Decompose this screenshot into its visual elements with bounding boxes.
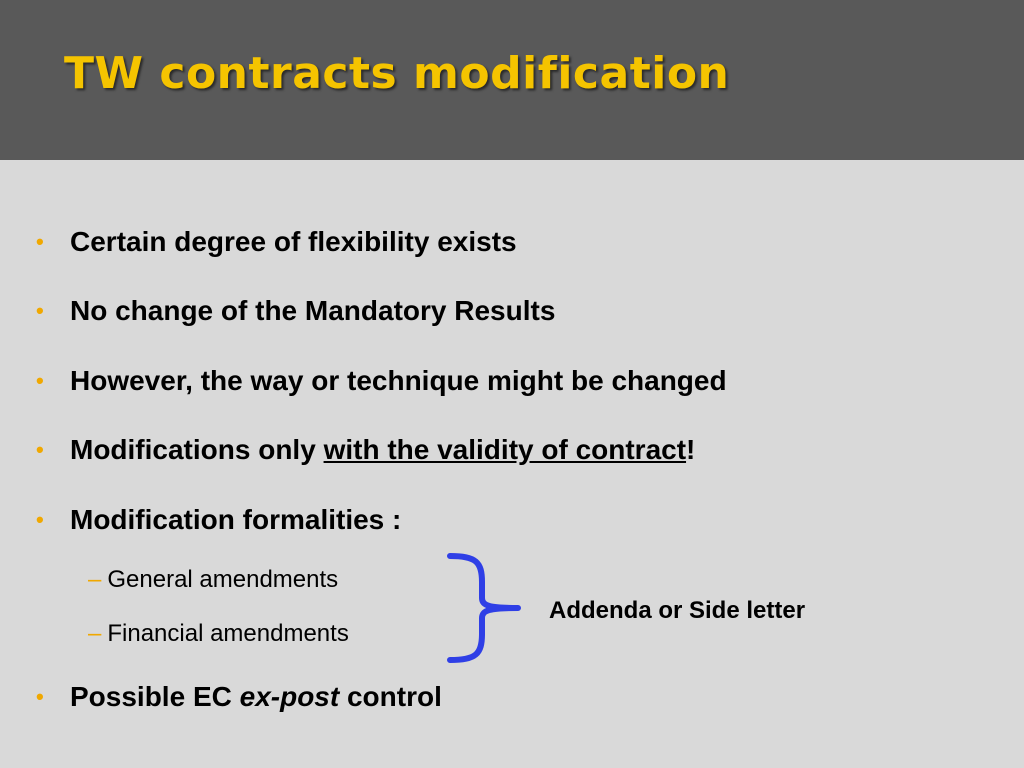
bullet-item: • However, the way or technique might be …	[36, 364, 727, 398]
sub-bullet-text: General amendments	[107, 566, 339, 593]
bullet-text-prefix: Modifications only	[70, 434, 324, 465]
sub-bullet-item: –Financial amendments	[88, 619, 349, 649]
bullet-marker: •	[36, 437, 44, 462]
bullet-text-underlined: with the validity of contract	[323, 434, 687, 465]
bullet-item: • Modification formalities :	[36, 503, 401, 537]
sub-bullet-item: –General amendments	[88, 565, 338, 595]
bullet-marker: •	[36, 368, 44, 393]
title-bar: TW contracts modification	[0, 0, 1024, 160]
bullet-item: • Possible EC ex-post control	[36, 680, 442, 714]
sub-bullet-marker: –	[88, 620, 102, 647]
bullet-text: Modification formalities :	[70, 504, 402, 535]
bullet-marker: •	[36, 507, 44, 532]
bullet-text-suffix: !	[686, 434, 696, 465]
bullet-text: No change of the Mandatory Results	[70, 295, 556, 326]
bullet-item: • Modifications only with the validity of…	[36, 433, 695, 467]
bullet-text-suffix: control	[339, 681, 442, 712]
bullet-text-prefix: Possible EC	[70, 681, 240, 712]
bullet-item: • Certain degree of flexibility exists	[36, 225, 517, 259]
bullet-text-italic: ex-post	[239, 681, 340, 712]
bullet-marker: •	[36, 684, 44, 709]
bullet-text: However, the way or technique might be c…	[70, 365, 727, 396]
bullet-marker: •	[36, 298, 44, 323]
bullet-marker: •	[36, 229, 44, 254]
curly-brace-icon	[447, 553, 521, 663]
sub-bullet-marker: –	[88, 566, 102, 593]
brace-annotation: Addenda or Side letter	[549, 597, 806, 624]
sub-bullet-text: Financial amendments	[107, 620, 349, 647]
bullet-text: Certain degree of flexibility exists	[70, 226, 517, 257]
slide-title: TW contracts modification	[64, 48, 730, 99]
bullet-item: • No change of the Mandatory Results	[36, 294, 555, 328]
